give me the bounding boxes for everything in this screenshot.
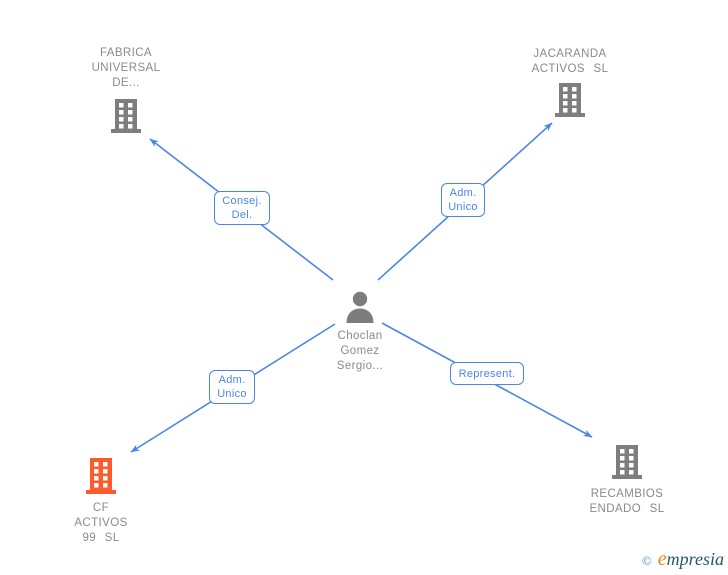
person-name-line: Choclan [337, 330, 383, 342]
company-name-line: CF [92, 502, 110, 514]
person-icon[interactable] [345, 291, 375, 323]
company-name-line: ACTIVOS [74, 517, 128, 529]
building-icon[interactable] [612, 445, 642, 479]
edge-label-consej-del: Consej. Del. [214, 191, 270, 225]
edge-label-represent: Represent. [450, 362, 524, 385]
edge-label-line: Unico [448, 201, 478, 213]
company-name-line: DE... [112, 77, 140, 89]
building-icon[interactable] [555, 83, 585, 117]
edge-label-line: Represent. [458, 367, 516, 380]
brand-rest: mpresia [666, 549, 724, 569]
empresia-logo[interactable]: © empresia [642, 548, 724, 571]
brand-name: empresia [658, 548, 724, 571]
copyright-icon: © [641, 553, 652, 568]
edge-label-line: Unico [217, 388, 247, 400]
node-company-jacaranda[interactable]: JACARANDA ACTIVOS SL [500, 47, 640, 117]
company-name: FABRICA UNIVERSAL DE... [92, 46, 161, 91]
node-company-recambios[interactable]: RECAMBIOS ENDADO SL [557, 445, 697, 517]
edge-label-line: Adm. [218, 374, 246, 386]
edge-label-adm-unico-bottom: Adm. Unico [209, 370, 255, 404]
company-name: RECAMBIOS ENDADO SL [589, 487, 664, 517]
edge-label-line: Consej. [222, 195, 262, 207]
node-person-choclan[interactable]: Choclan Gomez Sergio... [310, 291, 410, 374]
company-name-line: 99 SL [82, 532, 120, 544]
building-icon-highlighted[interactable] [86, 458, 116, 494]
node-company-cf-activos[interactable]: CF ACTIVOS 99 SL [51, 458, 151, 546]
company-name-line: JACARANDA [533, 48, 607, 60]
company-name: CF ACTIVOS 99 SL [74, 501, 127, 546]
company-name-line: UNIVERSAL [91, 62, 161, 74]
person-name: Choclan Gomez Sergio... [337, 329, 383, 374]
company-name-line: FABRICA [99, 47, 152, 59]
edge-label-line: Del. [231, 209, 253, 221]
company-name-line: ACTIVOS SL [531, 63, 609, 75]
company-name-line: RECAMBIOS [590, 488, 664, 500]
building-icon[interactable] [111, 99, 141, 133]
edge-label-line: Adm. [449, 187, 477, 199]
company-name: JACARANDA ACTIVOS SL [532, 47, 609, 77]
brand-initial: e [657, 548, 667, 570]
edge-label-adm-unico-top: Adm. Unico [441, 183, 485, 217]
person-name-line: Gomez [340, 345, 380, 357]
node-company-fabrica[interactable]: FABRICA UNIVERSAL DE... [56, 46, 196, 133]
person-name-line: Sergio... [336, 360, 384, 372]
company-name-line: ENDADO SL [589, 503, 665, 515]
